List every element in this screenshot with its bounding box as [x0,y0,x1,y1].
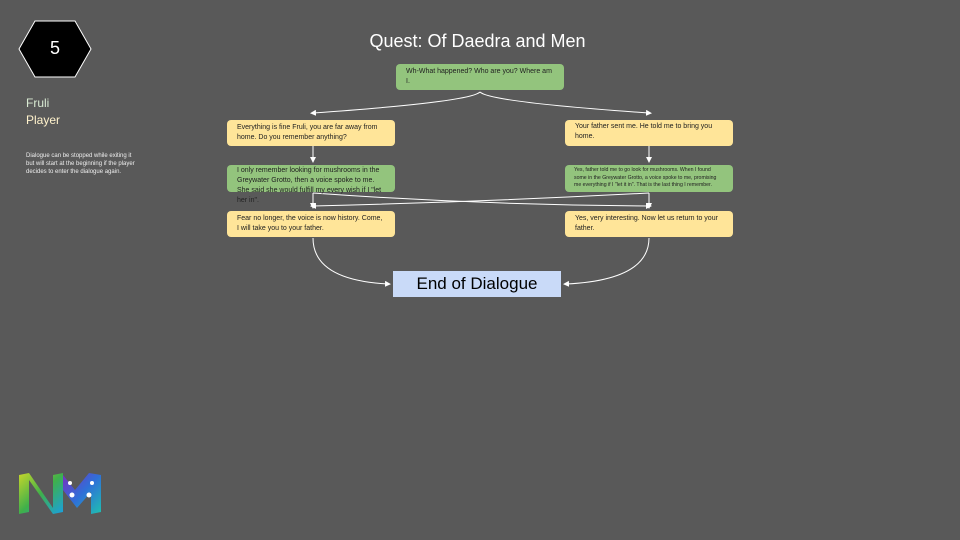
speaker-name: Fruli [26,96,50,110]
node-left-3: Fear no longer, the voice is now history… [227,211,395,237]
node-start: Wh-What happened? Who are you? Where am … [396,64,564,90]
node-right-2: Yes, father told me to go look for mushr… [565,165,733,192]
speaker-role: Player [26,113,61,127]
end-of-dialogue: End of Dialogue [393,271,561,297]
node-right-1: Your father sent me. He told me to bring… [565,120,733,146]
step-hexagon [18,20,92,78]
step-number: 5 [49,38,60,58]
logo [19,473,101,514]
node-right-3: Yes, very interesting. Now let us return… [565,211,733,237]
quest-title: Quest: Of Daedra and Men [369,31,586,51]
node-left-1: Everything is fine Fruli, you are far aw… [227,120,395,146]
dialogue-note: Dialogue can be stopped while exiting it… [26,153,135,175]
node-left-2: I only remember looking for mushrooms in… [227,165,395,204]
